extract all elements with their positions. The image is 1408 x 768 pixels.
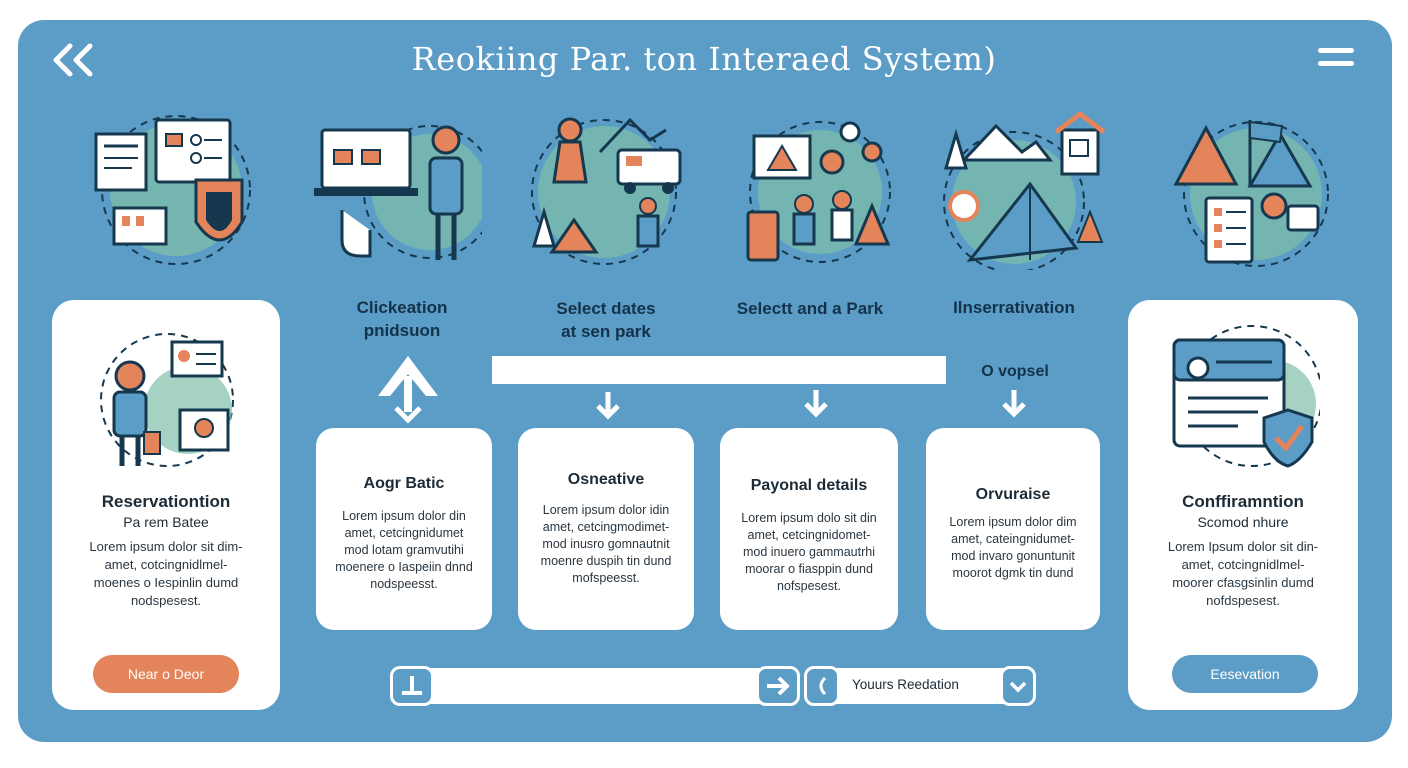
map-kids-illustration (744, 114, 894, 270)
left-panel-button[interactable]: Near o Deor (93, 655, 239, 693)
traveler-illustration (92, 320, 242, 470)
tent-cabin-illustration (940, 110, 1110, 273)
confirmation-illustration (1168, 320, 1323, 470)
right-panel: Conffiramntion Scomod nhure Lorem Ipsum … (1128, 300, 1358, 710)
left-panel: Reservationtion Pa rem Batee Lorem ipsum… (52, 300, 280, 710)
step-card-title: Aogr Batic (363, 475, 445, 492)
step-card-3: Payonal details Lorem ipsum dolo sit din… (720, 428, 898, 630)
right-panel-button[interactable]: Eesevation (1172, 655, 1318, 693)
reservation-documents-illustration (84, 112, 260, 268)
page-title: Reokiing Par. ton Interaed System) (411, 40, 997, 78)
left-panel-subtitle: Pa rem Batee (123, 514, 209, 530)
reservation-select-value: Youurs Reedation (852, 677, 959, 692)
bottom-progress-bar (392, 668, 790, 704)
step-card-title: Payonal details (750, 477, 868, 494)
menu-icon[interactable] (1318, 48, 1354, 74)
left-panel-title: Reservationtion (101, 492, 231, 511)
step-card-title: Osneative (567, 471, 645, 488)
laptop-user-illustration (312, 114, 497, 270)
moon-icon[interactable] (804, 666, 840, 706)
step-card-title: Orvuraise (975, 486, 1051, 503)
left-panel-body: Lorem ipsum dolor sit dim-amet, cotcingn… (89, 539, 243, 608)
right-panel-subtitle: Scomod nhure (1197, 514, 1289, 530)
camp-checklist-illustration (1170, 114, 1346, 272)
flow-connectors (378, 356, 1026, 424)
option-label: O vopsel (981, 363, 1049, 380)
back-icon[interactable] (50, 40, 98, 80)
campsite-rv-illustration (530, 112, 690, 268)
arrow-right-icon[interactable] (756, 666, 800, 706)
chevron-down-icon[interactable] (1000, 666, 1036, 706)
download-tray-icon[interactable] (390, 666, 434, 706)
step-label-select-park: Selectt and a Park (736, 299, 884, 318)
step-label-reservation: Ilnserrativation (953, 298, 1075, 317)
right-panel-body: Lorem Ipsum dolor sit din-amet, cotcingn… (1167, 539, 1319, 608)
right-panel-title: Conffiramntion (1182, 492, 1304, 511)
reservation-select[interactable] (804, 668, 1034, 704)
